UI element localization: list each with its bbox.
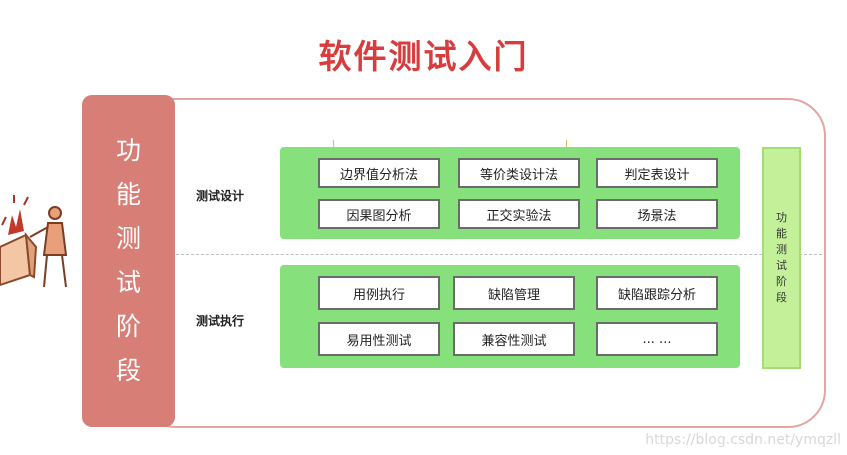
method-box: 正交实验法 xyxy=(458,199,580,229)
row-label-design: 测试设计 xyxy=(196,189,245,203)
activity-box: 易用性测试 xyxy=(318,322,440,356)
row-label-execution: 测试执行 xyxy=(196,314,245,328)
person-illustration xyxy=(0,195,68,288)
box-icon xyxy=(0,231,38,287)
divider xyxy=(176,254,822,255)
left-stage-panel: 功能测试阶段 xyxy=(82,95,175,427)
activity-box: 兼容性测试 xyxy=(453,322,575,356)
method-box: 边界值分析法 xyxy=(318,158,440,188)
right-stage-panel: 功能测试阶段 xyxy=(762,147,801,369)
fire-icon xyxy=(1,195,29,235)
method-box: 因果图分析 xyxy=(318,199,440,229)
connector-tick xyxy=(333,140,334,148)
method-box: 场景法 xyxy=(596,199,718,229)
activity-box: ... ... xyxy=(596,322,718,356)
page-title: 软件测试入门 xyxy=(318,37,529,76)
person-icon xyxy=(29,206,68,288)
left-stage-label: 功能测试阶段 xyxy=(115,136,141,385)
activity-box: 用例执行 xyxy=(318,276,440,310)
activity-box: 缺陷跟踪分析 xyxy=(596,276,718,310)
method-box: 判定表设计 xyxy=(596,158,718,188)
right-stage-label: 功能测试阶段 xyxy=(776,211,787,304)
method-box: 等价类设计法 xyxy=(458,158,580,188)
activity-box: 缺陷管理 xyxy=(453,276,575,310)
watermark: https://blog.csdn.net/ymqzll xyxy=(645,432,841,448)
connector-tick xyxy=(566,140,567,148)
